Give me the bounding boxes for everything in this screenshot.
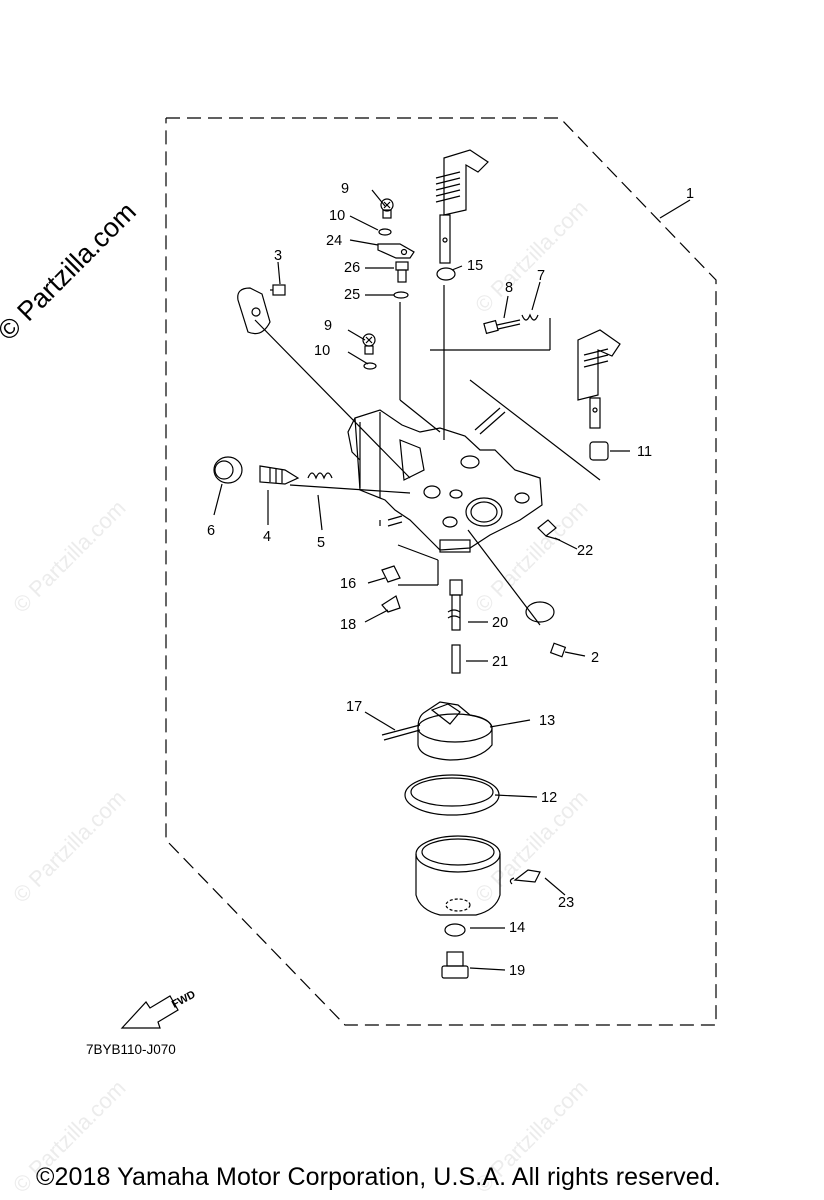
callout-24: 24 — [326, 233, 342, 249]
callout-19: 19 — [509, 963, 525, 979]
callout-21: 21 — [492, 654, 508, 670]
callout-22: 22 — [577, 543, 593, 559]
assembly-boundary — [165, 117, 717, 1026]
callout-12: 12 — [541, 790, 557, 806]
callout-1: 1 — [686, 186, 694, 202]
callout-3: 3 — [274, 248, 282, 264]
callout-2: 2 — [591, 650, 599, 666]
callout-10-top: 10 — [329, 208, 345, 224]
fwd-label: FWD — [170, 989, 198, 1011]
callout-17: 17 — [346, 699, 362, 715]
copyright-notice: ©2018 Yamaha Motor Corporation, U.S.A. A… — [36, 1163, 721, 1191]
callout-16: 16 — [340, 576, 356, 592]
callout-13: 13 — [539, 713, 555, 729]
callout-10-mid: 10 — [314, 343, 330, 359]
diagram-code: 7BYB110-J070 — [86, 1042, 176, 1057]
callout-25: 25 — [344, 287, 360, 303]
callout-26: 26 — [344, 260, 360, 276]
callout-9-mid: 9 — [324, 318, 332, 334]
callout-15: 15 — [467, 258, 483, 274]
callout-8: 8 — [505, 280, 513, 296]
callout-5: 5 — [317, 535, 325, 551]
callout-7: 7 — [537, 268, 545, 284]
callout-14: 14 — [509, 920, 525, 936]
callout-9-top: 9 — [341, 181, 349, 197]
callout-11: 11 — [637, 444, 652, 460]
callout-20: 20 — [492, 615, 508, 631]
fwd-arrow-icon — [120, 995, 179, 1029]
callout-18: 18 — [340, 617, 356, 633]
callout-6: 6 — [207, 523, 215, 539]
callout-4: 4 — [263, 529, 271, 545]
callout-23: 23 — [558, 895, 574, 911]
